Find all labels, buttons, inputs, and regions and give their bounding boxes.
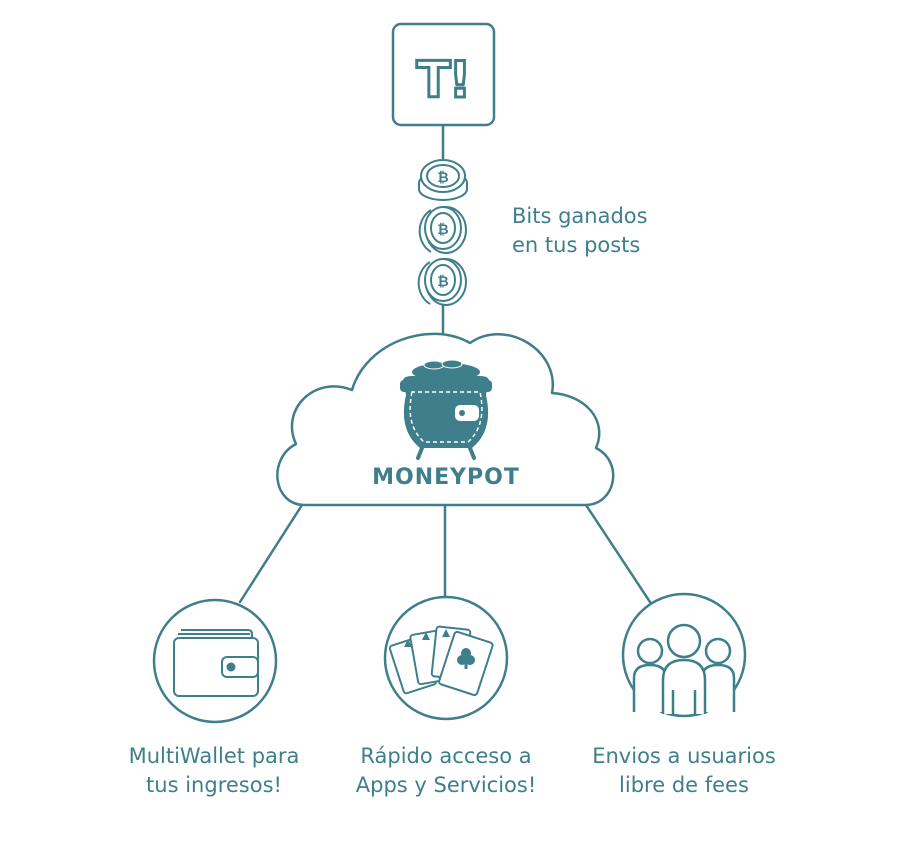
apps-label-line-1: Rápido acceso a	[360, 744, 532, 768]
wallet-label-line-2: tus ingresos!	[146, 773, 282, 797]
playing-cards-icon	[388, 625, 494, 697]
svg-text:₿: ₿	[437, 274, 448, 290]
moneypot-pot-icon	[400, 359, 492, 460]
bits-earned-line-2: en tus posts	[512, 233, 641, 257]
transfers-label: Envios a usuarios libre de fees	[592, 742, 776, 800]
logo-text: T!	[417, 51, 470, 109]
svg-text:₿: ₿	[437, 170, 448, 186]
bits-earned-line-1: Bits ganados	[512, 204, 648, 228]
bitcoin-coin-icon: ₿	[417, 258, 467, 306]
wallet-label-line-1: MultiWallet para	[128, 744, 300, 768]
bitcoin-coin-icon: ₿	[418, 159, 468, 201]
connector-cloud-wallet	[238, 503, 304, 604]
wallet-label: MultiWallet para tus ingresos!	[129, 742, 300, 800]
wallet-icon	[173, 629, 259, 697]
bits-earned-label: Bits ganados en tus posts	[512, 202, 648, 260]
transfers-label-line-2: libre de fees	[619, 773, 749, 797]
bitcoin-coins-icon: ₿ ₿ ₿	[417, 159, 468, 306]
bitcoin-coin-icon: ₿	[418, 206, 467, 254]
svg-text:₿: ₿	[437, 222, 448, 238]
users-group-icon	[632, 623, 736, 714]
apps-label-line-2: Apps y Servicios!	[355, 773, 537, 797]
connector-cloud-users	[584, 503, 652, 604]
apps-label: Rápido acceso a Apps y Servicios!	[356, 742, 536, 800]
taringa-logo-icon: T!	[391, 22, 496, 127]
moneypot-title: MONEYPOT	[372, 465, 520, 490]
transfers-label-line-1: Envios a usuarios	[592, 744, 776, 768]
